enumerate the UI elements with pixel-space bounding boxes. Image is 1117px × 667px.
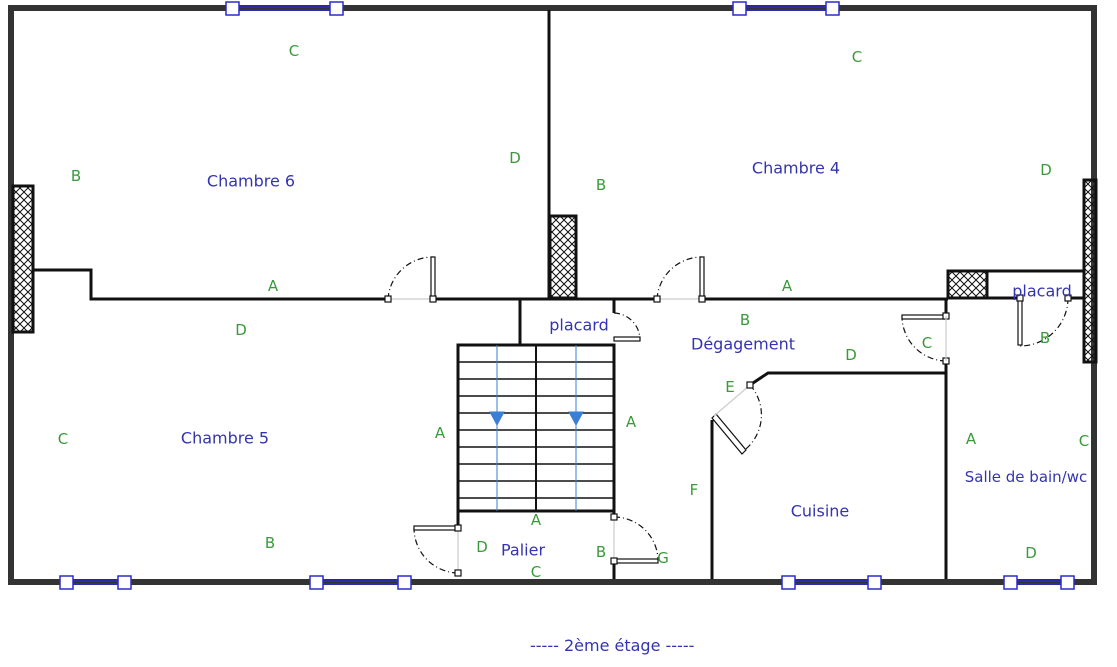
wall-label: B: [595, 176, 607, 194]
room-label-degagement: Dégagement: [691, 334, 795, 354]
door: [711, 381, 763, 455]
window: [225, 1, 344, 16]
wall-label: B: [70, 167, 82, 185]
doors: [384, 256, 1072, 577]
wall-label: A: [781, 277, 793, 295]
wall-label: A: [434, 424, 446, 442]
room-label-chambre-6: Chambre 6: [206, 171, 296, 191]
room-label-chambre-4: Chambre 4: [751, 158, 841, 178]
window: [1003, 575, 1075, 590]
window: [309, 575, 412, 590]
wall-label: B: [595, 543, 607, 561]
room-label-placard: placard: [549, 315, 609, 335]
wall-label: G: [657, 549, 669, 567]
wall-label: B: [739, 311, 751, 329]
room-label-chambre-5: Chambre 5: [180, 428, 270, 448]
door: [610, 513, 659, 565]
door: [1016, 294, 1072, 347]
wall-label: D: [509, 149, 521, 167]
stair-arrow-icon: [489, 345, 584, 511]
wall-label: A: [965, 430, 977, 448]
door: [613, 312, 641, 342]
door: [384, 256, 437, 303]
wall-label: B: [1039, 329, 1051, 347]
door: [653, 256, 706, 303]
wall-label: A: [530, 511, 542, 529]
room-label-salle-de-bain: Salle de bain/wc: [964, 468, 1088, 486]
wall-label: D: [476, 538, 488, 556]
chimneys: [11, 178, 1098, 364]
wall-label: A: [267, 277, 279, 295]
staircase: [456, 343, 616, 513]
floor-caption: ----- 2ème étage -----: [530, 636, 695, 655]
room-label-palier: Palier: [500, 540, 546, 560]
wall-label: D: [1040, 161, 1052, 179]
wall-label: D: [235, 321, 247, 339]
wall-label: C: [851, 48, 863, 66]
wall-label: C: [57, 430, 69, 448]
door: [413, 524, 462, 577]
wall-label: D: [1025, 544, 1037, 562]
window: [732, 1, 840, 16]
wall-label: B: [264, 534, 276, 552]
window: [781, 575, 882, 590]
wall-label: C: [1078, 432, 1090, 450]
door: [901, 312, 950, 365]
wall-label: C: [921, 334, 933, 352]
windows: [59, 1, 1075, 590]
wall-label: C: [288, 42, 300, 60]
wall-label: A: [625, 413, 637, 431]
wall-label: D: [845, 346, 857, 364]
room-label-cuisine: Cuisine: [790, 501, 850, 521]
wall-label: C: [530, 563, 542, 581]
window: [59, 575, 132, 590]
wall-label: F: [689, 481, 699, 499]
wall-label: E: [725, 378, 735, 396]
room-label-placard: placard: [1012, 281, 1072, 301]
